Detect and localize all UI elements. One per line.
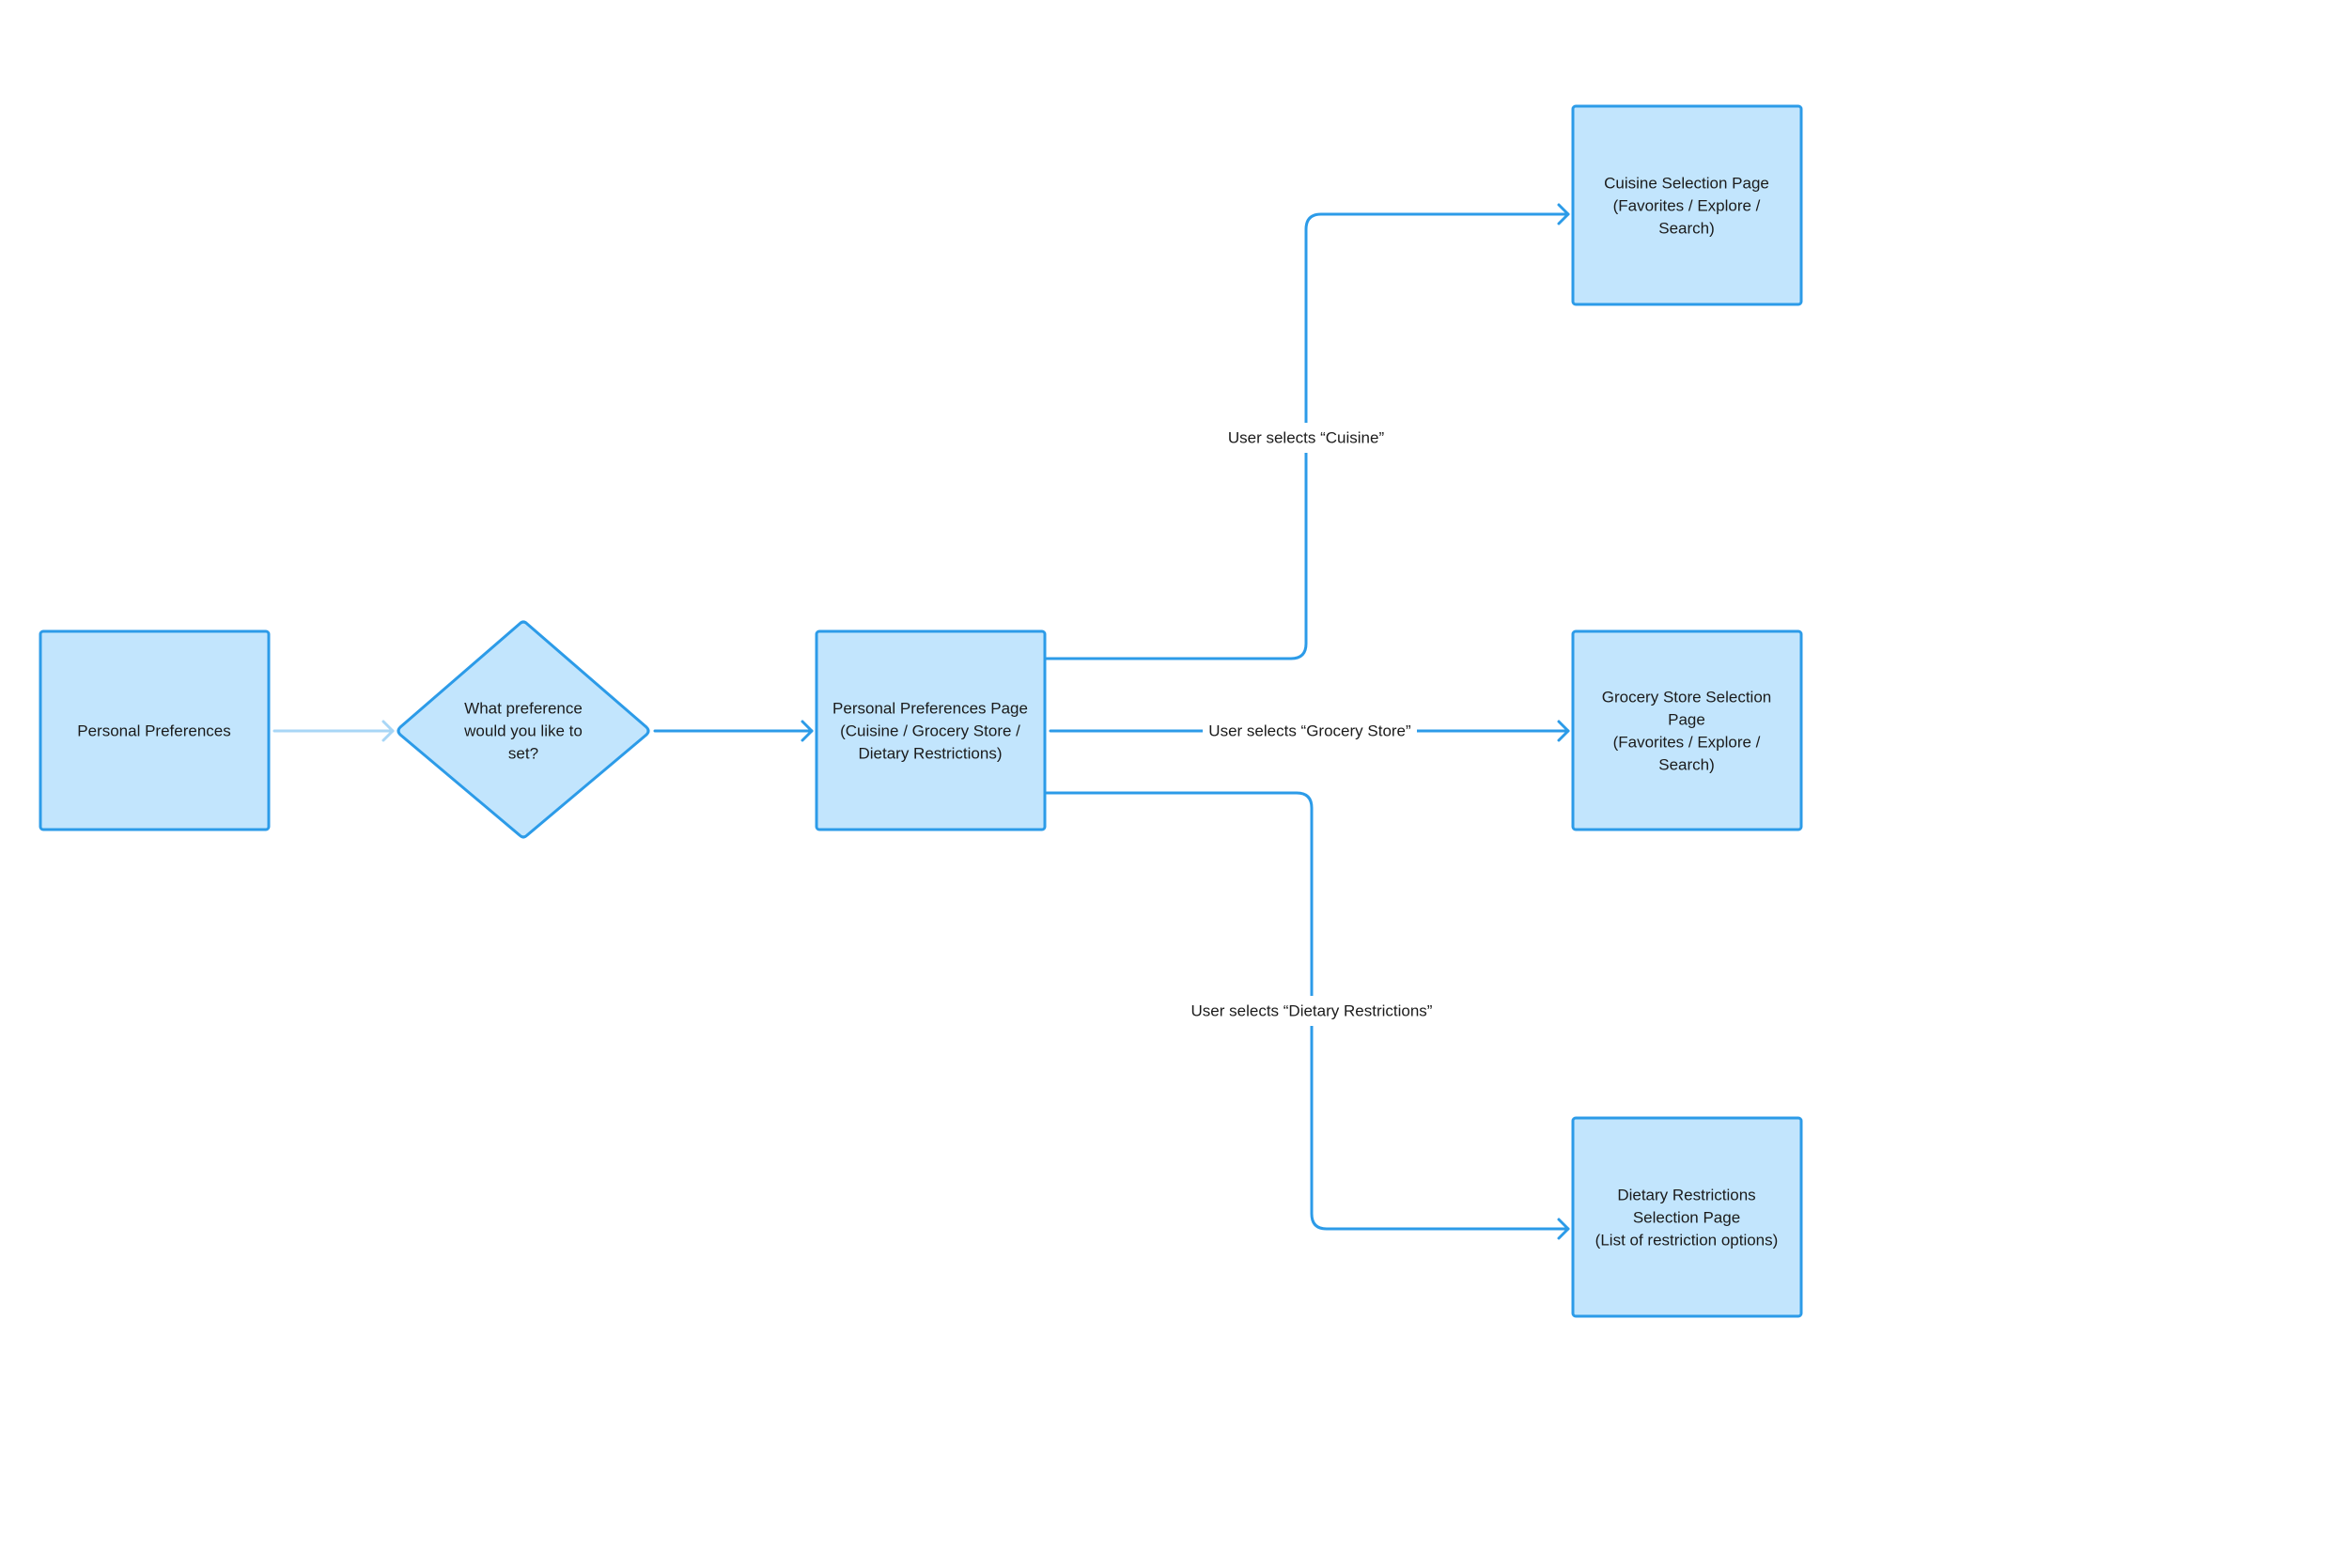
node-label-line: Page <box>1668 711 1705 729</box>
node-label: Cuisine Selection Page (Favorites / Explo… <box>1604 175 1769 238</box>
node-preferences-page[interactable]: Personal Preferences Page (Cuisine / Groc… <box>815 629 1047 831</box>
arrowhead-icon <box>1557 203 1570 225</box>
node-decision[interactable]: What preference would you like to set? <box>397 620 650 839</box>
arrowhead-icon <box>381 720 395 742</box>
node-label-line: Cuisine Selection Page <box>1604 175 1769 193</box>
edge-label-cuisine: User selects “Cuisine” <box>1228 429 1385 447</box>
node-label-line: Dietary Restrictions) <box>858 745 1002 763</box>
node-label-line: Search) <box>1658 220 1715 238</box>
node-box <box>815 629 1047 831</box>
nodes: Personal Preferences What preference woul… <box>39 104 1803 1318</box>
node-label-line: would you like to <box>463 722 583 740</box>
edge-page-to-cuisine: User selects “Cuisine” <box>1045 203 1570 660</box>
arrowhead-icon <box>1557 720 1570 742</box>
node-label-line: Dietary Restrictions <box>1617 1187 1755 1204</box>
edge-label-background <box>1186 996 1438 1026</box>
node-box <box>1571 629 1803 831</box>
node-label-line: Personal Preferences <box>77 722 230 740</box>
edge-page-to-grocery: User selects “Grocery Store” <box>1049 716 1570 746</box>
edges: User selects “Cuisine” User selects “Gro… <box>272 203 1570 1240</box>
node-box <box>39 629 271 831</box>
node-label-line: (Favorites / Explore / <box>1613 197 1761 215</box>
edge-page-to-dietary: User selects “Dietary Restrictions” <box>1045 791 1570 1240</box>
node-label-line: (Cuisine / Grocery Store / <box>840 722 1020 740</box>
decision-diamond <box>397 620 650 839</box>
node-label-line: (Favorites / Explore / <box>1613 734 1761 752</box>
node-label-line: Personal Preferences Page <box>832 700 1028 718</box>
edge-label-background <box>1223 423 1389 453</box>
node-cuisine-page[interactable]: Cuisine Selection Page (Favorites / Explo… <box>1571 104 1803 306</box>
edge-start-to-decision <box>272 720 395 742</box>
node-label-line: Selection Page <box>1633 1209 1740 1227</box>
arrowhead-icon <box>801 720 814 742</box>
node-box <box>1571 104 1803 306</box>
node-label: Personal Preferences Page (Cuisine / Groc… <box>832 700 1028 763</box>
node-label: What preference would you like to set? <box>463 700 583 763</box>
node-label-line: (List of restriction options) <box>1595 1232 1779 1250</box>
edge-decision-to-page <box>653 720 814 742</box>
edge-label-dietary: User selects “Dietary Restrictions” <box>1191 1002 1433 1020</box>
edge-label-background <box>1203 716 1417 746</box>
node-label-line: What preference <box>464 700 583 718</box>
node-label: Personal Preferences <box>77 722 230 740</box>
node-label-line: set? <box>508 745 538 763</box>
node-personal-preferences[interactable]: Personal Preferences <box>39 629 271 831</box>
node-box <box>1571 1116 1803 1318</box>
node-label-line: Grocery Store Selection <box>1602 689 1771 706</box>
arrowhead-icon <box>1557 1218 1570 1240</box>
node-label-line: Search) <box>1658 756 1715 774</box>
edge-label-grocery: User selects “Grocery Store” <box>1208 722 1411 740</box>
